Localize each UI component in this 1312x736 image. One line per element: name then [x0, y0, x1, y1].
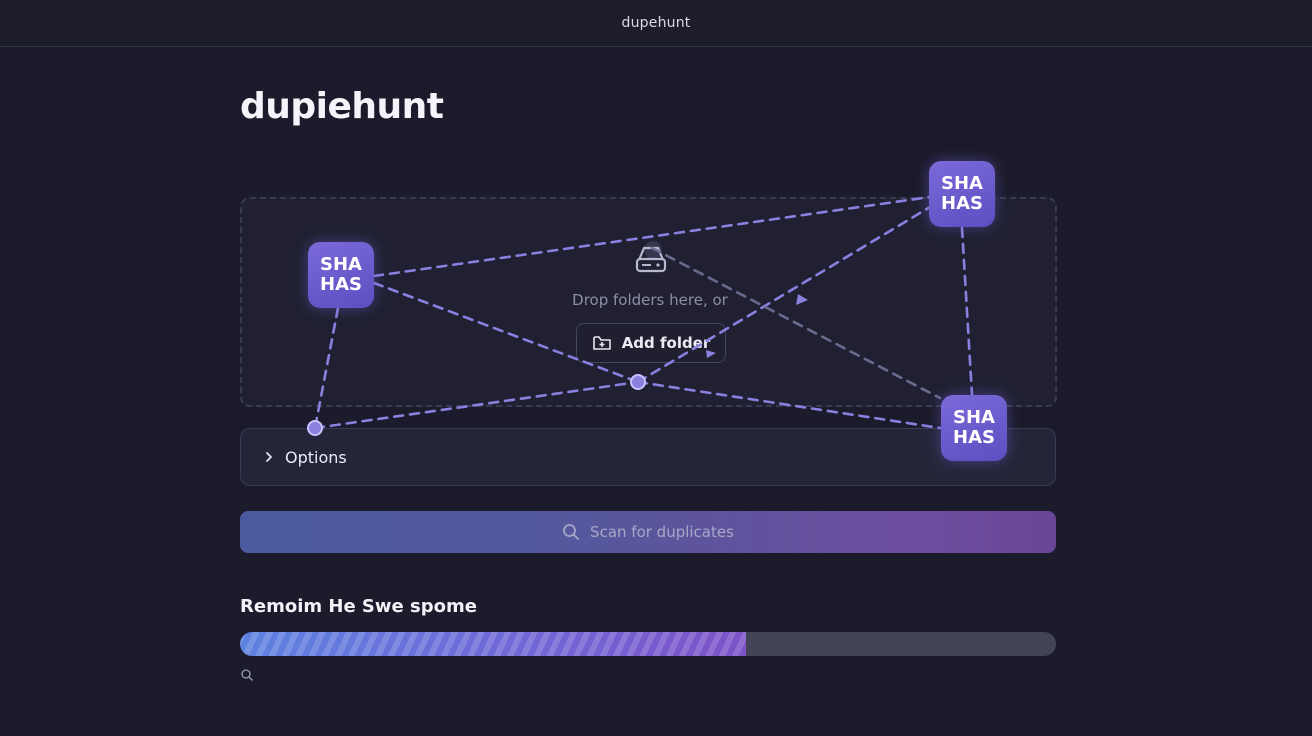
- options-disclosure[interactable]: Options: [240, 428, 1056, 486]
- sha-badge-line1: SHA: [941, 173, 983, 194]
- options-label: Options: [285, 447, 347, 467]
- page-title: dupiehunt: [240, 86, 444, 127]
- sha-badge-line2: HAS: [953, 427, 995, 448]
- scan-button-label: Scan for duplicates: [590, 523, 734, 541]
- search-icon: [563, 524, 579, 540]
- chevron-right-icon: [266, 452, 272, 462]
- folder-plus-icon: [592, 336, 611, 350]
- window-titlebar: dupehunt: [0, 0, 1312, 47]
- add-folder-label: Add folder: [621, 334, 711, 352]
- add-folder-button[interactable]: Add folder: [576, 323, 726, 363]
- sha-badge-line1: SHA: [320, 254, 362, 275]
- sha-hash-badge: SHA HAS: [308, 242, 374, 308]
- progress-bar-fill: [240, 632, 746, 656]
- sha-badge-line2: HAS: [941, 193, 983, 214]
- hard-drive-icon: [635, 241, 667, 273]
- dropzone-prompt: Drop folders here, or: [572, 291, 728, 309]
- window-title: dupehunt: [621, 15, 691, 31]
- progress-label: Remoim He Swe spome: [240, 596, 477, 617]
- scan-button[interactable]: Scan for duplicates: [240, 511, 1056, 553]
- sha-badge-line1: SHA: [953, 407, 995, 428]
- sha-hash-badge: SHA HAS: [941, 395, 1007, 461]
- sha-badge-line2: HAS: [320, 274, 362, 295]
- sha-hash-badge: SHA HAS: [929, 161, 995, 227]
- progress-bar: [240, 632, 1056, 656]
- status-icon: [241, 669, 253, 681]
